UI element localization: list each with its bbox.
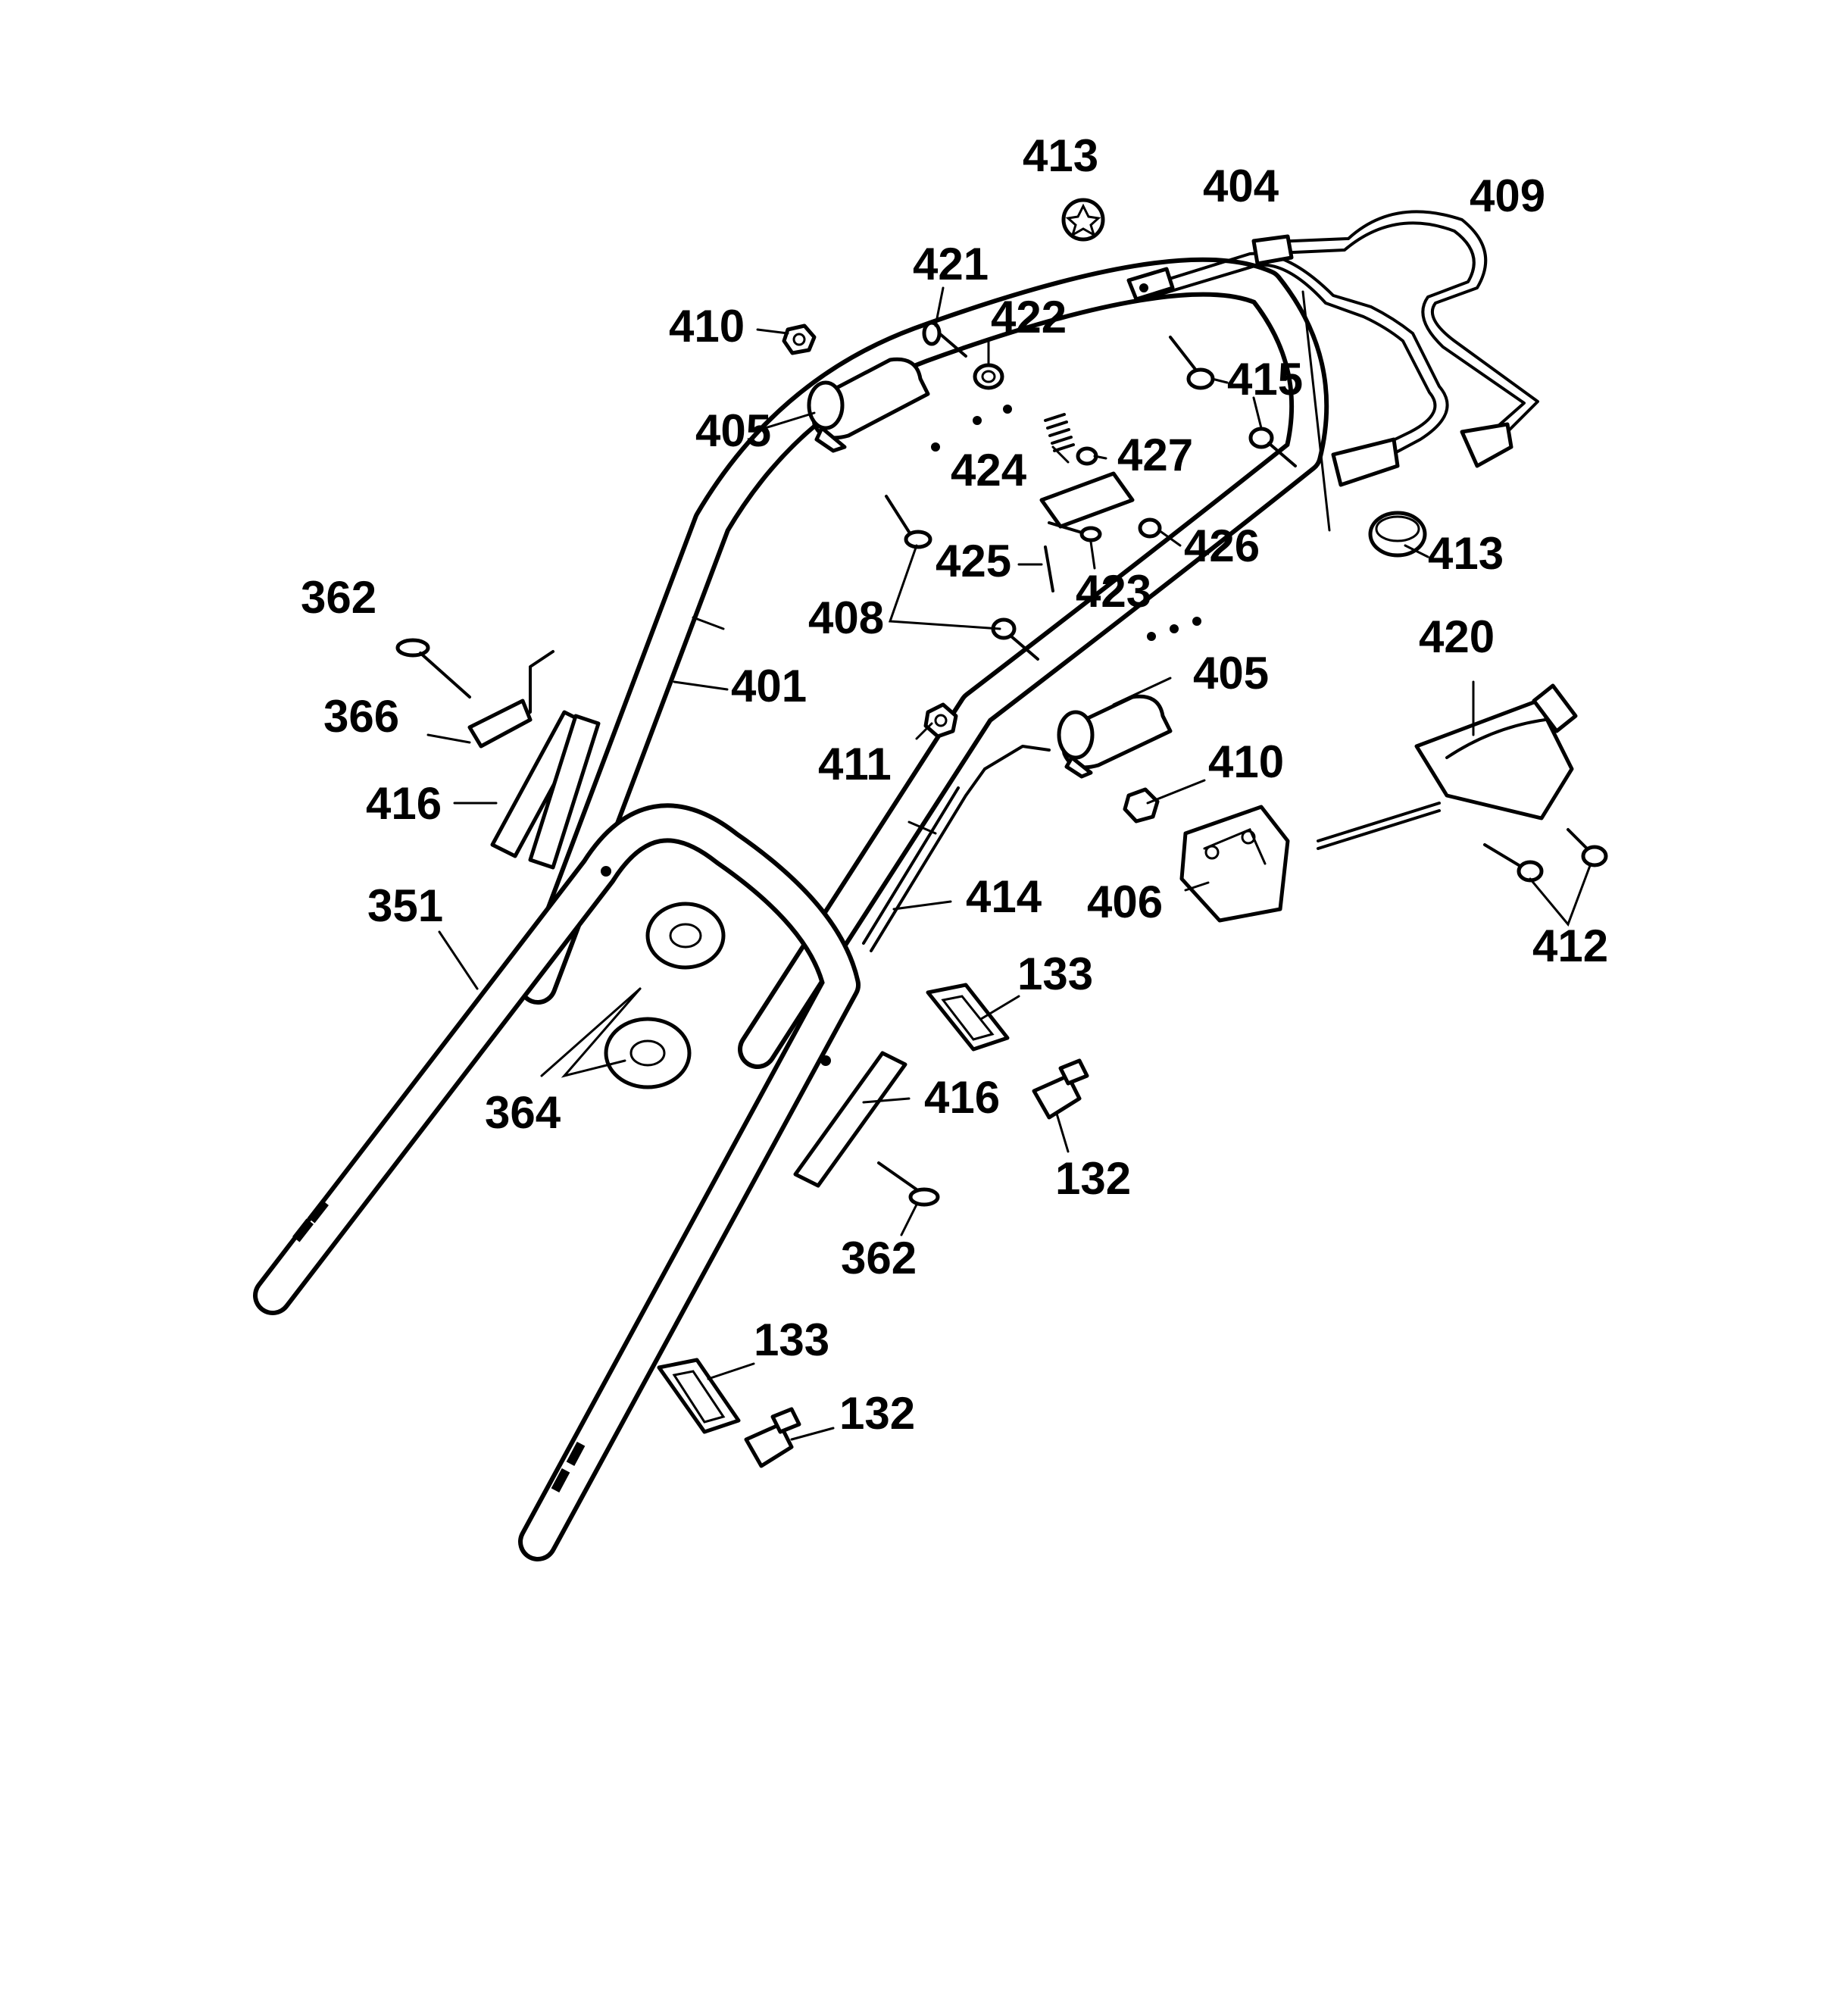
cable-bracket-406 [1179, 805, 1290, 923]
cable-414 [862, 745, 1051, 952]
label-405-mid: 405 [1193, 648, 1269, 699]
label-132-top: 132 [1055, 1153, 1131, 1204]
label-413-top: 413 [1023, 130, 1098, 181]
carriage-bolt-362-top [395, 638, 471, 699]
label-427: 427 [1117, 430, 1193, 480]
connector-132-bottom [744, 1407, 801, 1468]
nut-410-mid [1123, 787, 1160, 824]
label-416-bottom: 416 [924, 1072, 1000, 1123]
leader-lines [426, 286, 1592, 1441]
label-422: 422 [991, 292, 1067, 342]
label-132-bottom: 132 [839, 1388, 915, 1439]
label-414: 414 [966, 871, 1042, 922]
label-415: 415 [1227, 354, 1303, 405]
label-366: 366 [323, 691, 399, 742]
label-416-top: 416 [366, 778, 442, 829]
label-424: 424 [951, 445, 1027, 495]
spring-424 [1044, 413, 1075, 452]
throttle-control-420 [1317, 683, 1578, 850]
part-labels: 413 404 409 421 410 422 415 405 424 427 … [301, 130, 1608, 1439]
sleeve-416-bottom [793, 1051, 907, 1188]
label-406: 406 [1087, 877, 1163, 927]
label-411: 411 [818, 739, 892, 789]
sleeve-416-top [490, 710, 601, 870]
label-421: 421 [913, 239, 989, 289]
washer-427 [1076, 446, 1098, 466]
label-133-top: 133 [1017, 949, 1093, 999]
cap-413-right [1368, 511, 1427, 558]
clamp-405-mid [1057, 694, 1173, 779]
nut-410-top [782, 323, 817, 355]
label-426: 426 [1184, 520, 1260, 571]
label-425: 425 [936, 536, 1011, 586]
label-133-bottom: 133 [754, 1314, 829, 1365]
lower-handle-351 [253, 803, 861, 1561]
label-404: 404 [1203, 161, 1279, 211]
clip-133-bottom [657, 1358, 741, 1434]
screws-412 [1483, 828, 1608, 883]
bail-bar-409 [1251, 210, 1539, 468]
label-412: 412 [1532, 920, 1608, 971]
label-362-top: 362 [301, 572, 376, 623]
label-420: 420 [1419, 611, 1495, 662]
label-410-mid: 410 [1208, 736, 1284, 787]
nut-411 [923, 702, 958, 739]
bolt-421 [922, 320, 967, 358]
washer-413-top [1061, 198, 1105, 242]
label-401: 401 [731, 661, 807, 711]
pivot-pin-415 [1169, 336, 1297, 467]
clamp-405-top [807, 357, 930, 453]
label-410-top: 410 [669, 301, 745, 352]
label-423: 423 [1076, 566, 1151, 617]
label-409: 409 [1470, 170, 1545, 221]
clip-133-top [926, 983, 1010, 1052]
cable-guide-366 [467, 650, 554, 749]
plug-426 [1138, 517, 1162, 539]
carriage-bolt-362-bottom [877, 1161, 940, 1207]
pin-425 [1044, 545, 1054, 592]
label-405-top: 405 [695, 405, 771, 456]
label-408: 408 [808, 592, 884, 643]
knobs-364 [604, 902, 726, 1089]
bracket-423 [1039, 471, 1135, 542]
connector-132-top [1032, 1058, 1089, 1120]
label-362-bottom: 362 [841, 1233, 917, 1283]
nut-422 [973, 363, 1004, 390]
label-413-right: 413 [1428, 528, 1504, 579]
label-351: 351 [367, 880, 443, 931]
label-364: 364 [485, 1087, 561, 1138]
